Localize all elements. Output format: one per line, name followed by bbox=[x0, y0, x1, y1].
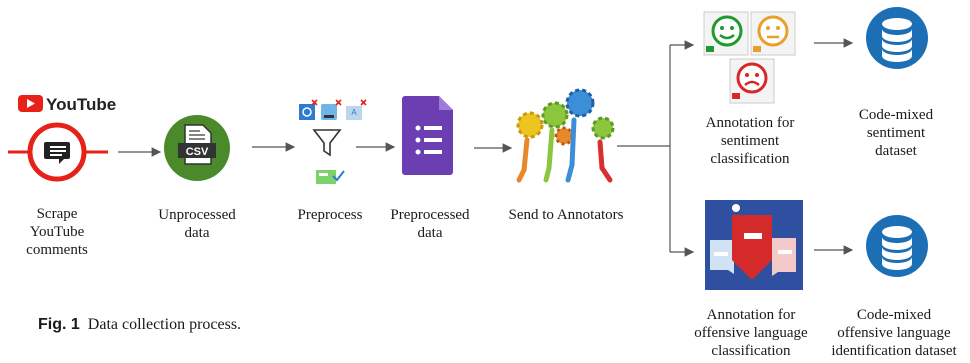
annotators-gears-icon bbox=[516, 88, 615, 183]
caption-text: Data collection process. bbox=[87, 316, 242, 333]
csv-file-icon: CSV bbox=[164, 115, 230, 181]
branch-connector bbox=[617, 40, 695, 257]
database-icon-offensive bbox=[866, 215, 928, 277]
label-send-to-annotators: Send to Annotators bbox=[508, 207, 624, 223]
caption-number: Fig. 1 bbox=[38, 316, 80, 333]
offensive-language-illustration bbox=[705, 200, 803, 290]
youtube-logo-text: YouTube bbox=[46, 95, 116, 114]
youtube-logo: YouTube bbox=[18, 95, 116, 114]
sentiment-emoji-icon bbox=[703, 11, 796, 104]
forms-document-icon bbox=[402, 96, 453, 175]
csv-icon-text: CSV bbox=[186, 146, 209, 158]
youtube-comment-icon bbox=[8, 122, 108, 182]
figure-caption: Fig. 1 Data collection process. bbox=[38, 316, 241, 334]
preprocess-icon: A bbox=[299, 99, 367, 184]
svg-text:A: A bbox=[351, 108, 357, 117]
label-preprocess: Preprocess bbox=[297, 207, 363, 223]
database-icon-sentiment bbox=[866, 7, 928, 69]
